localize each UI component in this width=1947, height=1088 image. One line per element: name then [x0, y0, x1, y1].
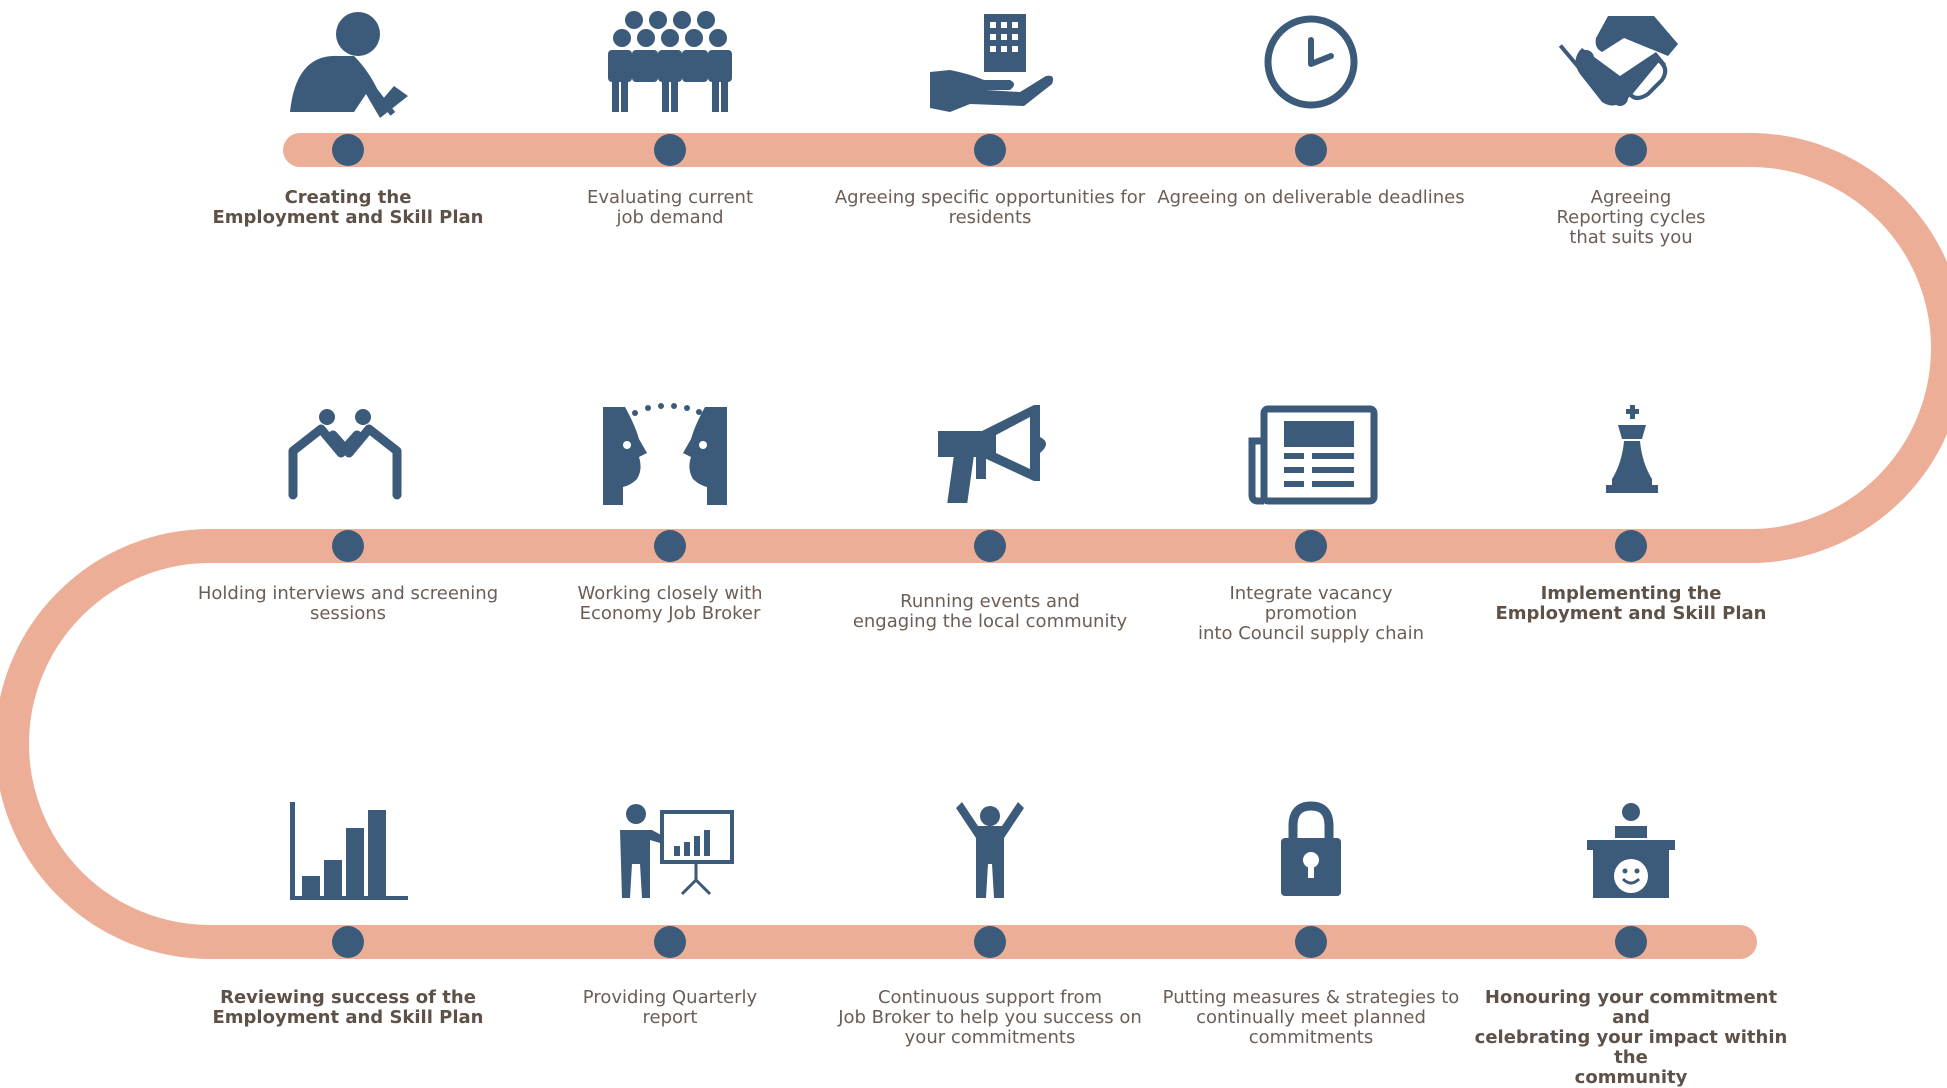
- step-label-evaluating-demand: Evaluating current job demand: [586, 187, 754, 228]
- step-label-interviews: Holding interviews and screening session…: [197, 583, 499, 624]
- bar-chart-icon: [290, 802, 408, 900]
- step-label-reviewing-success: Reviewing success of the Employment and …: [212, 987, 484, 1028]
- timeline-node-6: [1615, 530, 1647, 562]
- step-label-creating-plan: Creating the Employment and Skill Plan: [212, 187, 484, 228]
- timeline-node-5: [1615, 134, 1647, 166]
- timeline-nodes: [332, 134, 1647, 958]
- handshake-icon: [1558, 16, 1678, 106]
- timeline-node-8: [974, 530, 1006, 562]
- step-label-honouring-commitment: Honouring your commitment and celebratin…: [1474, 987, 1788, 1088]
- group-of-people-icon: [608, 11, 732, 112]
- presenter-icon: [620, 804, 734, 898]
- megaphone-icon: [938, 405, 1046, 503]
- person-arms-raised-icon: [956, 802, 1024, 898]
- timeline-node-7: [1295, 530, 1327, 562]
- step-label-measures-strategies: Putting measures & strategies to continu…: [1162, 987, 1460, 1048]
- step-label-continuous-support: Continuous support from Job Broker to he…: [838, 987, 1142, 1048]
- reception-desk-icon: [1587, 803, 1675, 898]
- clock-icon: [1264, 15, 1358, 109]
- person-writing-icon: [290, 12, 408, 118]
- newspaper-icon: [1248, 405, 1378, 505]
- step-label-implementing-plan: Implementing the Employment and Skill Pl…: [1495, 583, 1767, 624]
- step-label-agreeing-opportunities: Agreeing specific opportunities for resi…: [834, 187, 1146, 228]
- chess-king-icon: [1606, 405, 1658, 493]
- timeline-node-11: [332, 926, 364, 958]
- timeline-node-12: [654, 926, 686, 958]
- timeline-node-14: [1295, 926, 1327, 958]
- step-label-reporting-cycles: Agreeing Reporting cycles that suits you: [1556, 187, 1706, 248]
- step-label-running-events: Running events and engaging the local co…: [852, 591, 1128, 632]
- timeline-node-9: [654, 530, 686, 562]
- timeline-node-13: [974, 926, 1006, 958]
- timeline-node-2: [654, 134, 686, 166]
- timeline-node-10: [332, 530, 364, 562]
- step-label-agreeing-deadlines: Agreeing on deliverable deadlines: [1157, 187, 1465, 208]
- two-faces-icon: [603, 403, 727, 505]
- step-label-vacancy-promotion: Integrate vacancy promotion into Council…: [1198, 583, 1424, 644]
- padlock-icon: [1281, 801, 1341, 896]
- timeline-node-3: [974, 134, 1006, 166]
- step-label-job-broker: Working closely with Economy Job Broker: [577, 583, 763, 624]
- interview-handshake-icon: [288, 409, 402, 500]
- process-timeline: Creating the Employment and Skill Plan E…: [0, 11, 1947, 1088]
- timeline-node-4: [1295, 134, 1327, 166]
- timeline-node-1: [332, 134, 364, 166]
- building-in-hand-icon: [930, 14, 1054, 112]
- step-label-quarterly-report: Providing Quarterly report: [582, 987, 758, 1028]
- timeline-track: [0, 11, 1947, 959]
- timeline-node-15: [1615, 926, 1647, 958]
